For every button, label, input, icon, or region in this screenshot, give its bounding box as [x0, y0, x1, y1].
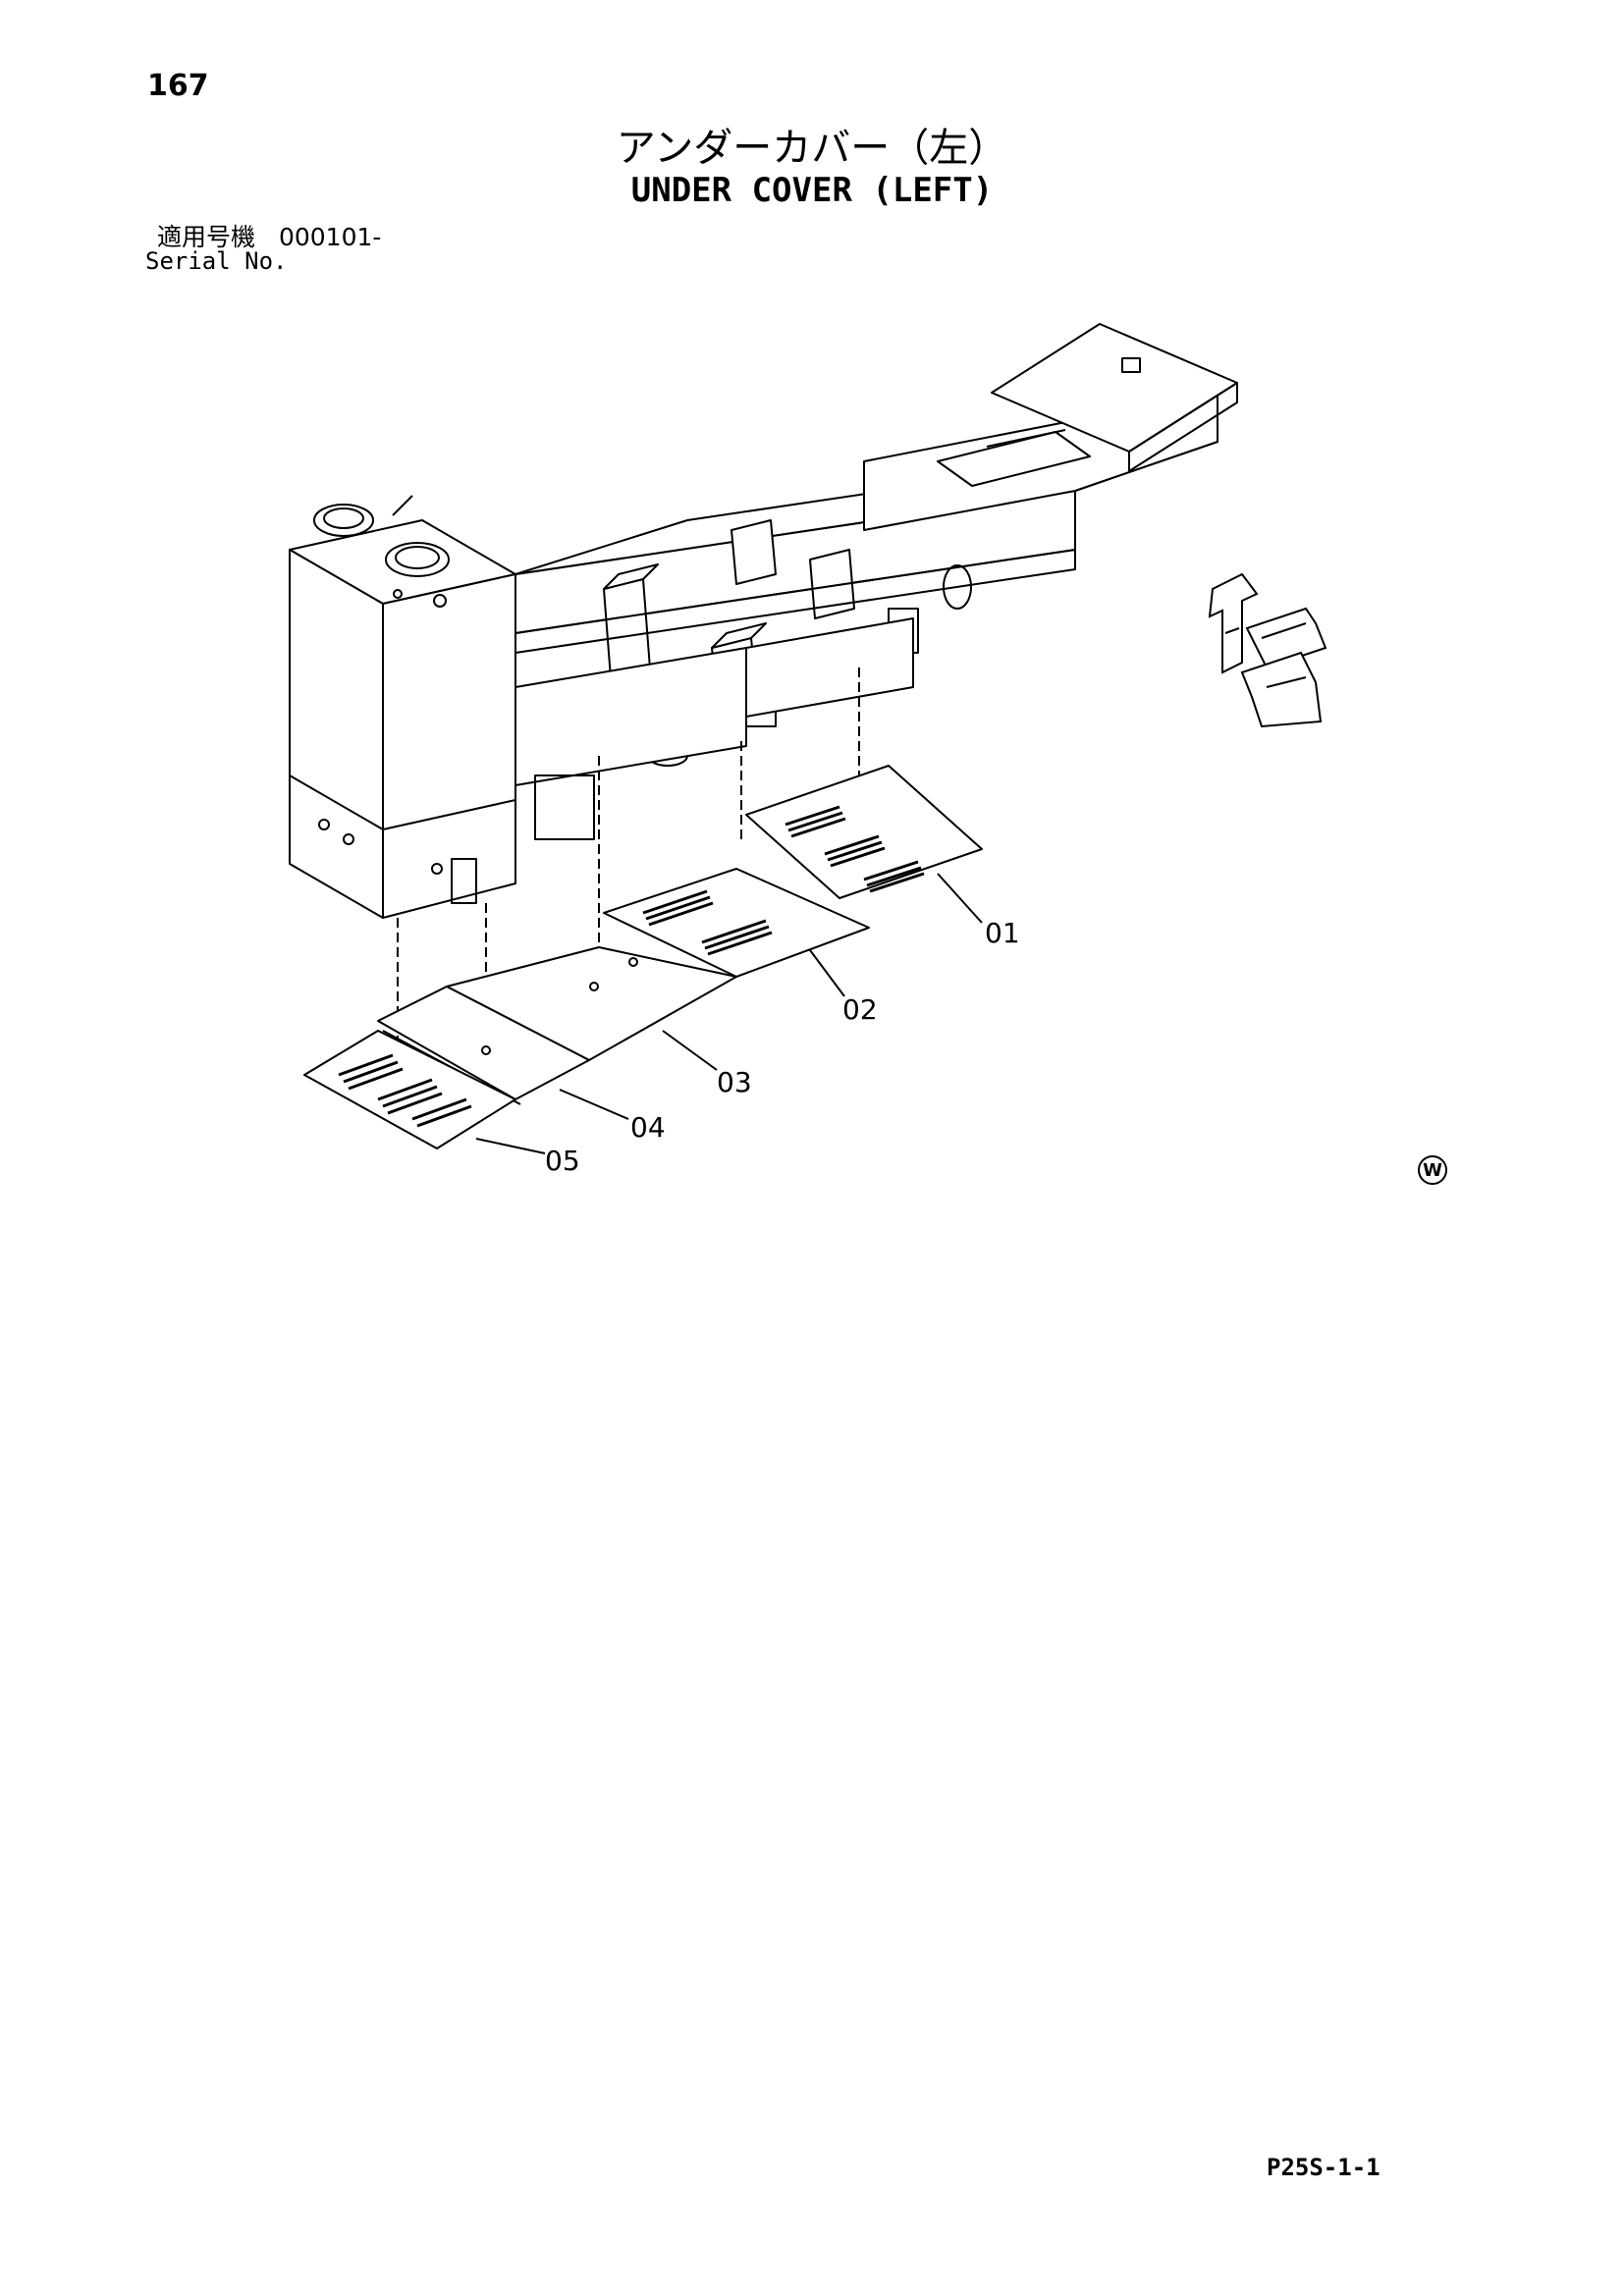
- w-mark-icon: W: [1418, 1155, 1447, 1185]
- under-cover-01: [745, 765, 983, 899]
- part-label-01: 01: [985, 917, 1020, 949]
- under-cover-05: [303, 1030, 516, 1149]
- page-title-jp: アンダーカバー（左）: [616, 126, 1008, 171]
- page-code: P25S-1-1: [1267, 2154, 1380, 2181]
- direction-arrows-icon: [1208, 572, 1327, 728]
- page-title-en: UNDER COVER (LEFT): [630, 171, 994, 210]
- part-label-05: 05: [545, 1145, 580, 1177]
- serial-value: 000101-: [278, 223, 382, 251]
- svg-text:W: W: [1423, 1160, 1442, 1181]
- serial-label-en: Serial No.: [145, 247, 288, 275]
- part-label-04: 04: [630, 1111, 666, 1144]
- leader-lines: [475, 873, 983, 1154]
- tank-box: [289, 495, 516, 919]
- page-number: 167: [147, 69, 209, 103]
- frame-structure: [495, 323, 1238, 840]
- under-cover-02: [603, 868, 870, 978]
- part-label-02: 02: [842, 993, 878, 1026]
- serial-label-jp: 適用号機: [157, 223, 256, 251]
- serial-row-jp: 適用号機 000101-: [157, 218, 381, 253]
- part-label-03: 03: [717, 1066, 752, 1098]
